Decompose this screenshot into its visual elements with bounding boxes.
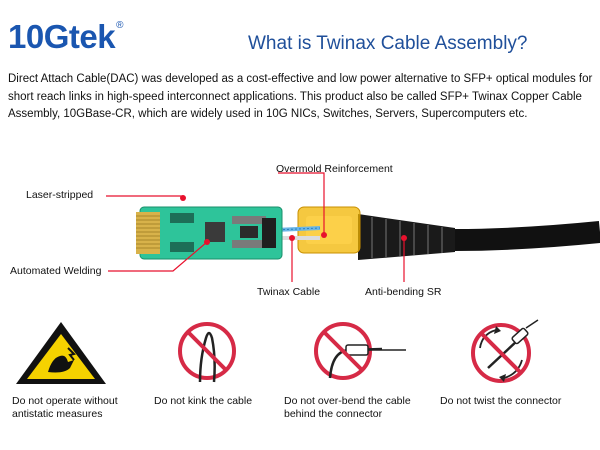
warning-text-twist: Do not twist the connector [440, 395, 561, 408]
esd-warning-icon [12, 318, 110, 393]
warning-text-kink: Do not kink the cable [154, 395, 252, 408]
no-twist-icon [468, 318, 540, 393]
label-twinax-cable: Twinax Cable [257, 286, 321, 298]
brand-logo: 10Gtek® [8, 18, 123, 56]
cable-illustration [106, 172, 600, 282]
no-kink-icon [176, 318, 238, 389]
page-title: What is Twinax Cable Assembly? [248, 33, 528, 54]
no-overbend-icon [312, 318, 408, 389]
label-automated-welding: Automated Welding [10, 265, 102, 277]
warnings-row: Do not operate without antistatic measur… [0, 318, 600, 448]
description-paragraph: Direct Attach Cable(DAC) was developed a… [8, 73, 593, 121]
brand-name: 10Gtek [8, 18, 116, 55]
warning-kink-line1: Do not kink the cable [154, 395, 253, 407]
warning-text-overbend: Do not over-bend the cable behind the co… [284, 395, 411, 421]
label-overmold-reinforcement: Overmold Reinforcement [276, 163, 393, 175]
label-laser-stripped: Laser-stripped [26, 189, 94, 201]
warning-overbend-line2: behind the connector [284, 408, 383, 420]
cable-diagram: Laser-stripped Automated Welding Overmol… [0, 150, 600, 310]
warning-esd-line1: Do not operate without [12, 395, 118, 407]
warning-esd-line2: antistatic measures [12, 408, 103, 420]
label-anti-bending: Anti-bending SR [365, 286, 442, 298]
warning-text-esd: Do not operate without antistatic measur… [12, 395, 118, 421]
registered-mark: ® [116, 20, 123, 31]
warning-overbend-line1: Do not over-bend the cable [284, 395, 411, 407]
warning-twist-line1: Do not twist the connector [440, 395, 562, 407]
